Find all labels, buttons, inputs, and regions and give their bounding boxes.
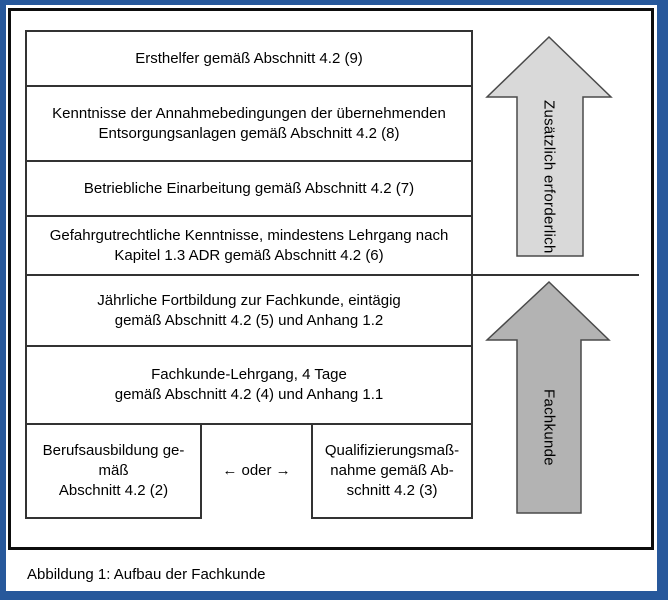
box-fachkunde-lehrgang: Fachkunde-Lehrgang, 4 Tage gemäß Abschni… <box>25 345 473 425</box>
bottom-row: Berufsausbildung ge- mäß Abschnitt 4.2 (… <box>25 423 473 519</box>
up-arrow-fachkunde-icon <box>485 280 611 514</box>
arrow-label-fachkunde: Fachkunde <box>540 389 558 466</box>
box-fortbildung-label: Jährliche Fortbildung zur Fachkunde, ein… <box>97 291 401 329</box>
oder-connector-label: ← oder → <box>222 462 291 479</box>
arrow-label-zusaetzlich: Zusätzlich erforderlich <box>540 100 558 254</box>
box-annahmebedingungen: Kenntnisse der Annahmebedingungen der üb… <box>25 85 473 162</box>
arrows-graphic <box>485 35 613 514</box>
box-berufsausbildung-label: Berufsausbildung ge- mäß Abschnitt 4.2 (… <box>42 442 185 499</box>
oder-connector: ← oder → <box>202 423 311 519</box>
box-ersthelfer-label: Ersthelfer gemäß Abschnitt 4.2 (9) <box>135 49 363 67</box>
training-stack: Ersthelfer gemäß Abschnitt 4.2 (9) Kennt… <box>25 30 473 519</box>
box-annahmebedingungen-label: Kenntnisse der Annahmebedingungen der üb… <box>52 104 446 142</box>
box-fachkunde-lehrgang-label: Fachkunde-Lehrgang, 4 Tage gemäß Abschni… <box>114 366 384 403</box>
box-gefahrgutrecht: Gefahrgutrechtliche Kenntnisse, mindeste… <box>25 215 473 276</box>
box-qualifizierung-label: Qualifizierungsmaß- nahme gemäß Ab- schn… <box>324 442 460 499</box>
divider-line <box>473 274 639 276</box>
box-gefahrgutrecht-label: Gefahrgutrechtliche Kenntnisse, mindeste… <box>49 226 449 264</box>
box-berufsausbildung: Berufsausbildung ge- mäß Abschnitt 4.2 (… <box>25 423 202 519</box>
box-fortbildung: Jährliche Fortbildung zur Fachkunde, ein… <box>25 274 473 347</box>
box-einarbeitung: Betriebliche Einarbeitung gemäß Abschnit… <box>25 160 473 217</box>
box-qualifizierung: Qualifizierungsmaß- nahme gemäß Ab- schn… <box>311 423 473 519</box>
box-ersthelfer: Ersthelfer gemäß Abschnitt 4.2 (9) <box>25 30 473 87</box>
figure-caption: Abbildung 1: Aufbau der Fachkunde <box>27 566 266 583</box>
up-arrow-zusaetzlich-icon <box>485 35 613 257</box>
box-einarbeitung-label: Betriebliche Einarbeitung gemäß Abschnit… <box>83 179 415 197</box>
